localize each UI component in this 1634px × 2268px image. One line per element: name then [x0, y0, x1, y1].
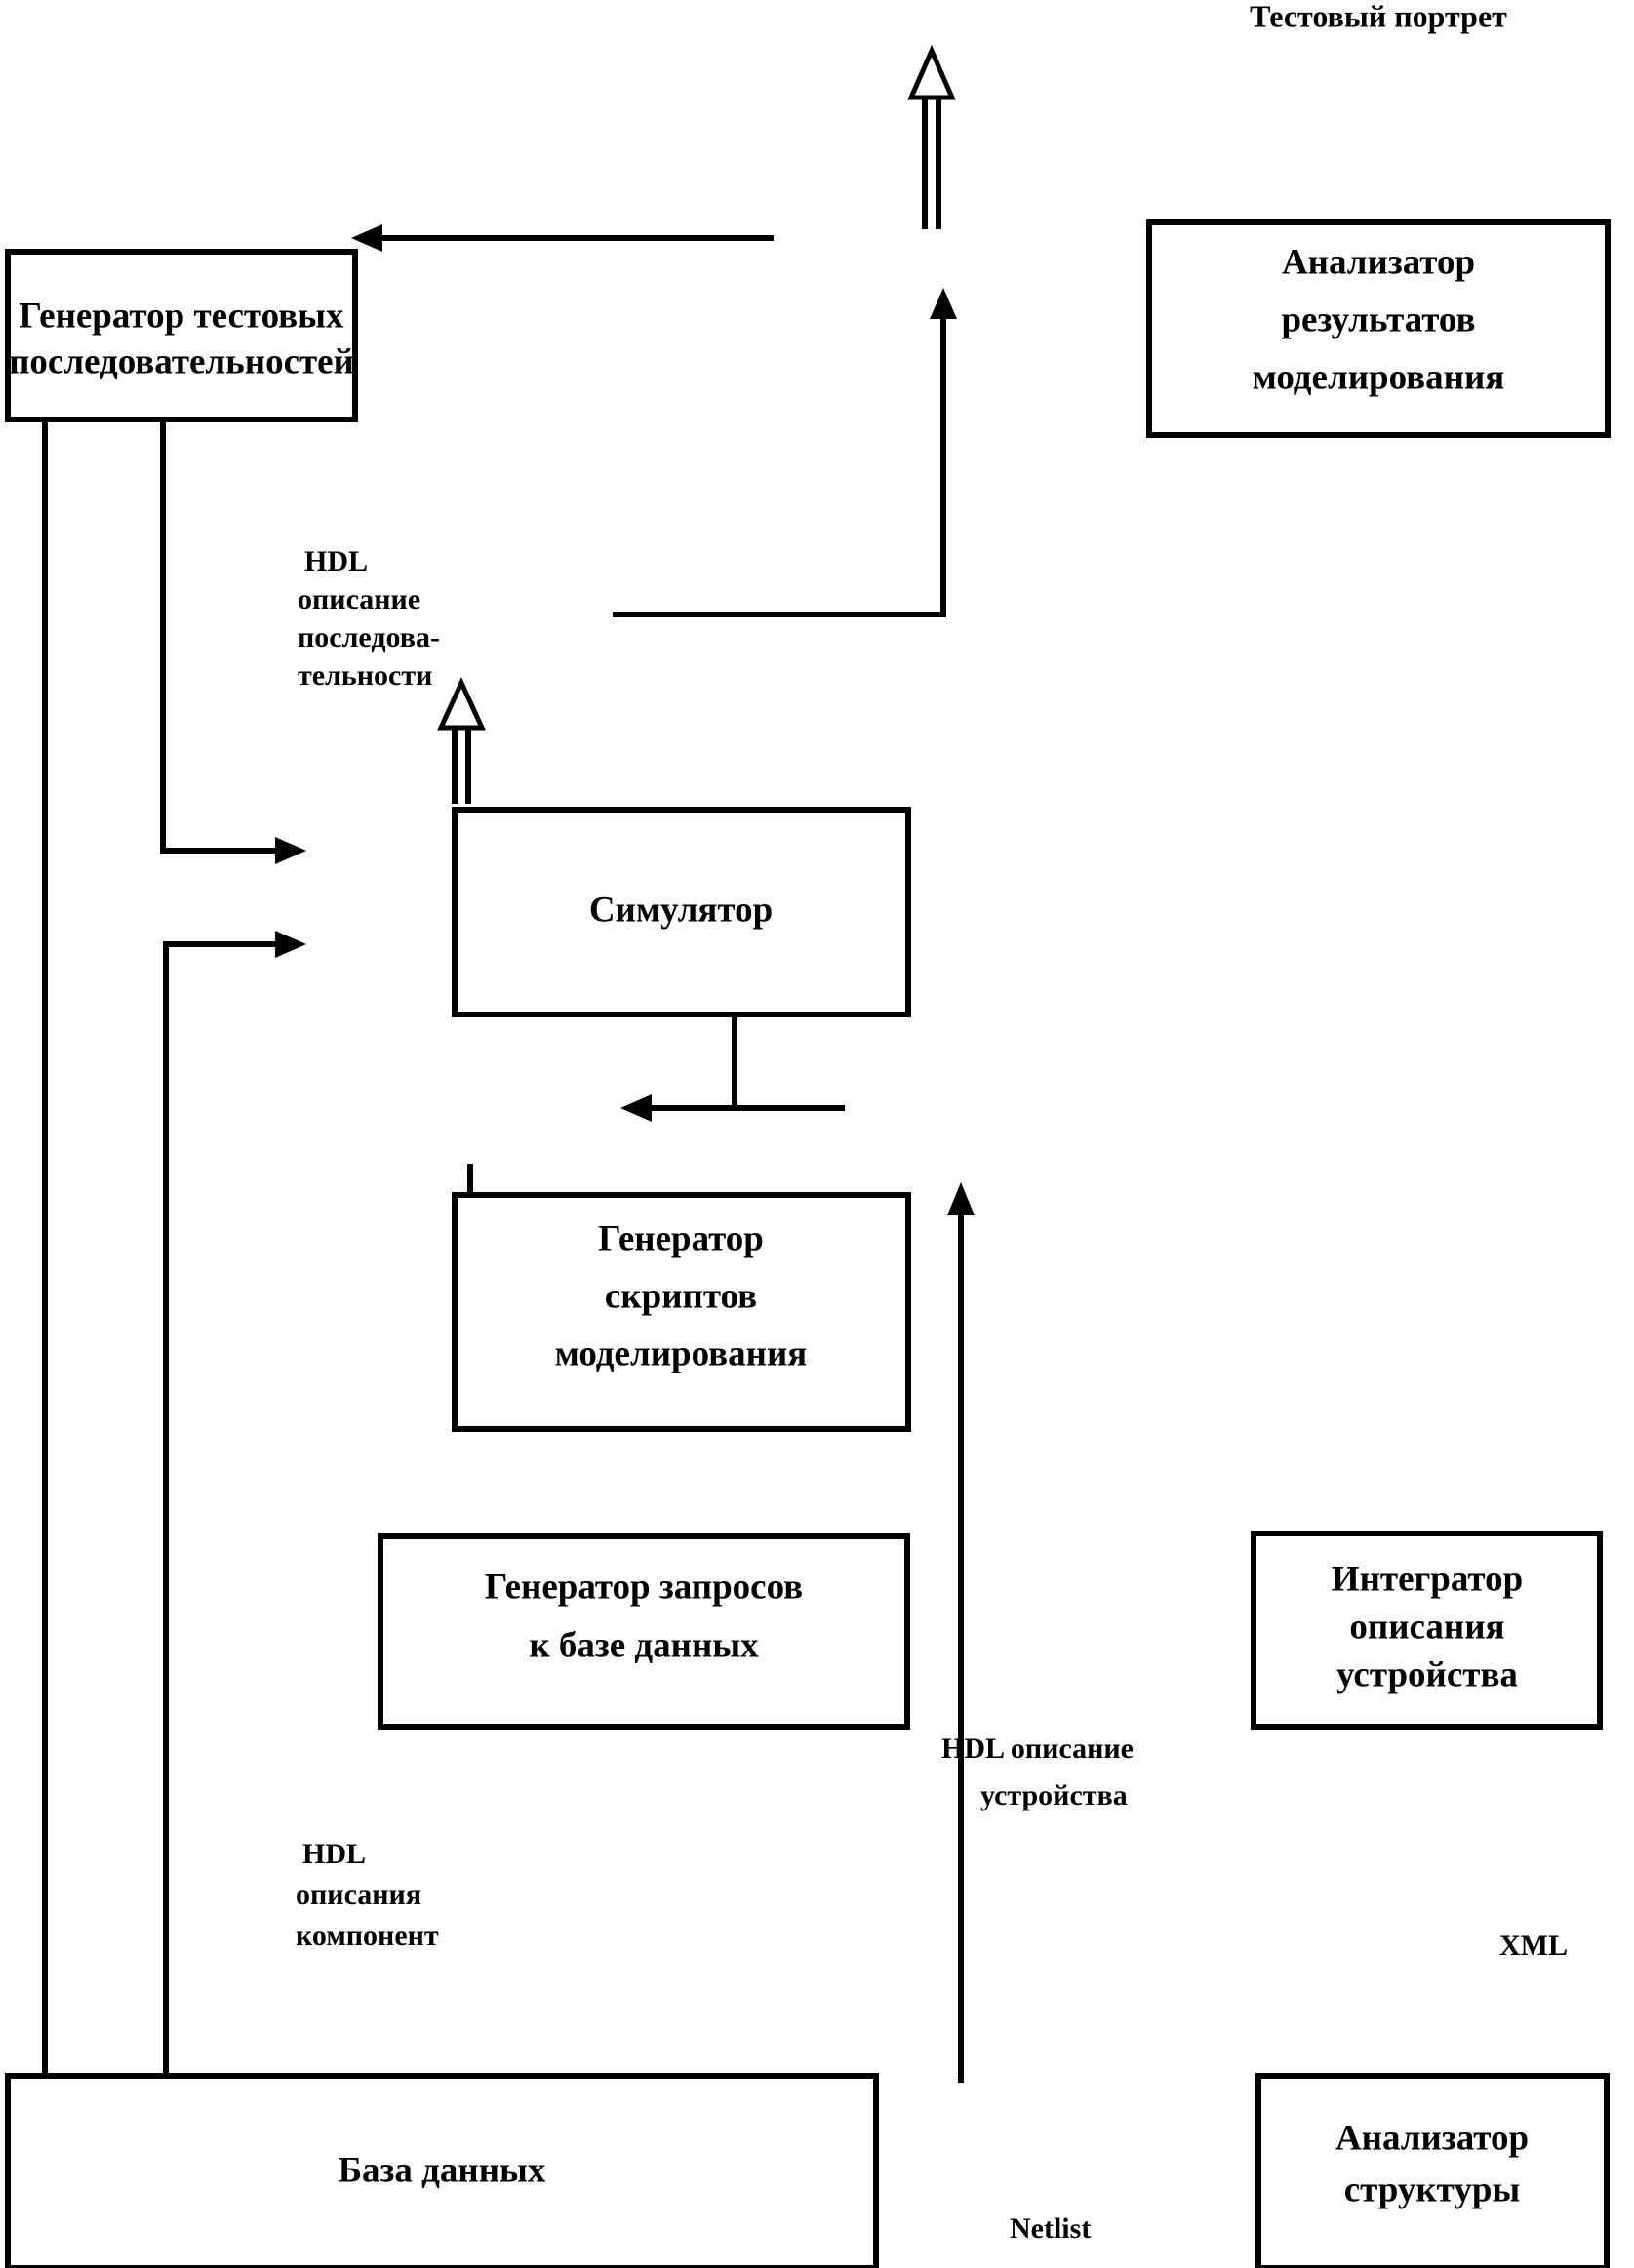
node-simulation-results-analyzer[interactable]: Анализатор результатов моделирования [1146, 219, 1611, 438]
edge-analyzer-to-test-portrait [907, 44, 956, 229]
edge-database-to-script-generator [163, 931, 306, 2090]
node-label-test-sequence-generator-line-2: последовательностей [9, 341, 354, 381]
label-hdl-sequence-line-4: тельности [298, 659, 432, 692]
label-hdl-component-line-3: компонент [296, 1920, 439, 1952]
node-structure-analyzer[interactable]: Анализатор структуры [1255, 2073, 1610, 2268]
node-label-simulation-script-generator-line-2: скриптов [605, 1276, 757, 1316]
label-hdl-component-descriptions: HDL описания компонент [296, 1838, 439, 1952]
label-hdl-sequence-line-1: HDL [304, 545, 368, 577]
node-label-database: База данных [339, 2150, 546, 2190]
edge-script-generator-to-simulator [437, 676, 486, 804]
label-hdl-sequence-description: HDL описание последова- тельности [298, 545, 440, 692]
node-label-database-query-generator-line-2: к базе данных [529, 1625, 759, 1665]
node-simulator[interactable]: Симулятор [452, 807, 911, 1017]
node-label-structure-analyzer-line-1: Анализатор [1335, 2118, 1529, 2158]
node-test-sequence-generator[interactable]: Генератор тестовых последовательностей [5, 249, 358, 422]
edge-structure-analyzer-to-integrator [947, 1182, 975, 2083]
label-hdl-sequence-line-3: последова- [298, 621, 440, 654]
label-hdl-component-line-1: HDL [302, 1838, 366, 1870]
label-hdl-device-description: HDL описание устройства [941, 1732, 1134, 1811]
node-label-device-description-integrator-line-3: устройства [1336, 1654, 1518, 1694]
label-hdl-device-line-2: устройства [980, 1779, 1128, 1811]
node-box-test-sequence-generator[interactable] [5, 249, 358, 422]
edge-sequence-generator-to-script-generator [160, 337, 306, 864]
node-box-simulation-results-analyzer[interactable] [1146, 219, 1611, 438]
node-label-simulator: Симулятор [589, 890, 773, 930]
node-database[interactable]: База данных [5, 2073, 879, 2268]
node-box-database[interactable] [5, 2073, 879, 2268]
node-label-simulation-script-generator-line-3: моделирования [555, 1333, 808, 1373]
node-label-simulation-results-analyzer-line-2: результатов [1281, 299, 1475, 339]
node-box-device-description-integrator[interactable] [1251, 1531, 1603, 1730]
node-label-structure-analyzer-line-2: структуры [1344, 2169, 1521, 2209]
node-label-device-description-integrator-line-1: Интегратор [1332, 1559, 1523, 1599]
label-xml: XML [1499, 1930, 1568, 1962]
node-label-simulation-script-generator-line-1: Генератор [598, 1218, 764, 1258]
node-device-description-integrator[interactable]: Интегратор описания устройства [1251, 1531, 1603, 1730]
node-database-query-generator[interactable]: Генератор запросов к базе данных [378, 1533, 910, 1730]
node-box-structure-analyzer[interactable] [1255, 2073, 1610, 2268]
node-box-simulation-script-generator[interactable] [452, 1192, 911, 1432]
node-label-simulation-results-analyzer-line-1: Анализатор [1282, 242, 1475, 282]
label-hdl-component-line-2: описания [296, 1879, 421, 1911]
node-label-database-query-generator-line-1: Генератор запросов [485, 1567, 803, 1607]
label-test-portrait: Тестовый портрет [1250, 0, 1507, 33]
node-label-device-description-integrator-line-2: описания [1349, 1607, 1504, 1647]
node-label-test-sequence-generator-line-1: Генератор тестовых [19, 296, 344, 336]
edge-simulator-to-analyzer [613, 288, 957, 617]
label-hdl-device-line-1: HDL описание [941, 1732, 1134, 1765]
edge-database-to-sequence-generator [31, 324, 59, 2090]
node-simulation-script-generator[interactable]: Генератор скриптов моделирования [452, 1192, 911, 1432]
node-box-database-query-generator[interactable] [378, 1533, 910, 1730]
label-netlist: Netlist [1010, 2212, 1091, 2245]
node-label-simulation-results-analyzer-line-3: моделирования [1253, 357, 1505, 397]
edge-analyzer-to-sequence-generator [351, 224, 774, 252]
node-box-simulator[interactable] [452, 807, 911, 1017]
label-hdl-sequence-line-2: описание [298, 583, 420, 616]
